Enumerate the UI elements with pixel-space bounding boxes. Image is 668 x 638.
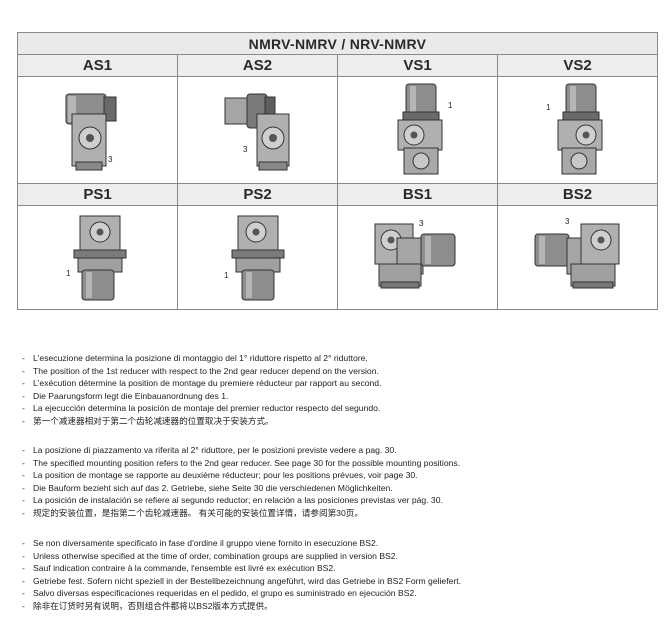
note-line: La position de montage se rapporte au de… xyxy=(22,469,662,482)
callout-ps1: 1 xyxy=(66,269,71,278)
position-label-ps2: PS2 xyxy=(177,183,338,206)
note-line: Sauf indication contraire à la commande,… xyxy=(22,562,662,575)
table-title: NMRV-NMRV / NRV-NMRV xyxy=(17,32,658,55)
note-line: 除非在订货时另有说明，否则组合件都将以BS2版本方式提供。 xyxy=(22,600,662,613)
note-line: La ejecucción determina la posición de m… xyxy=(22,402,662,415)
note-line: La posizione di piazzamento va riferita … xyxy=(22,444,662,457)
position-label-vs1: VS1 xyxy=(337,54,498,77)
note-line: Getriebe fest. Sofern nicht speziell in … xyxy=(22,575,662,588)
diagram-bs2: 3 xyxy=(497,205,658,310)
callout-bs1: 3 xyxy=(419,219,424,228)
callout-as1: 3 xyxy=(108,155,113,164)
diagram-vs2: 1 xyxy=(497,76,658,184)
position-label-vs2: VS2 xyxy=(497,54,658,77)
callout-as2: 3 xyxy=(243,145,248,154)
notes-group-mounting-position: La posizione di piazzamento va riferita … xyxy=(22,444,662,520)
notes-group-version: L'esecuzione determina la posizione di m… xyxy=(22,352,662,428)
callout-vs2: 1 xyxy=(546,103,551,112)
position-label-bs1: BS1 xyxy=(337,183,498,206)
note-line: La posición de instalación se refiere al… xyxy=(22,494,662,507)
diagram-bs1: 3 xyxy=(337,205,498,310)
position-label-as2: AS2 xyxy=(177,54,338,77)
note-line: Se non diversamente specificato in fase … xyxy=(22,537,662,550)
note-line: 第一个减速器相对于第二个齿轮减速器的位置取决于安装方式。 xyxy=(22,415,662,428)
note-line: Die Bauform bezieht sich auf das 2. Getr… xyxy=(22,482,662,495)
note-line: L'exécution détermine la position de mon… xyxy=(22,377,662,390)
callout-ps2: 1 xyxy=(224,271,229,280)
note-line: Die Paarungsform legt die Einbauanordnun… xyxy=(22,390,662,403)
mounting-positions-table: NMRV-NMRV / NRV-NMRV AS1 AS2 VS1 VS2 3 xyxy=(17,32,658,333)
notes-group-default-version: Se non diversamente specificato in fase … xyxy=(22,537,662,613)
callout-vs1: 1 xyxy=(448,101,453,110)
note-line: 规定的安装位置，是指第二个齿轮减速器。 有关可能的安装位置详情，请参阅第30页。 xyxy=(22,507,662,520)
diagram-as1: 3 xyxy=(17,76,178,184)
diagram-ps2: 1 xyxy=(177,205,338,310)
diagram-as2: 3 xyxy=(177,76,338,184)
position-label-as1: AS1 xyxy=(17,54,178,77)
diagram-ps1: 1 xyxy=(17,205,178,310)
diagram-vs1: 1 xyxy=(337,76,498,184)
position-label-bs2: BS2 xyxy=(497,183,658,206)
callout-bs2: 3 xyxy=(565,217,570,226)
note-line: The specified mounting position refers t… xyxy=(22,457,662,470)
note-line: L'esecuzione determina la posizione di m… xyxy=(22,352,662,365)
position-label-ps1: PS1 xyxy=(17,183,178,206)
note-line: The position of the 1st reducer with res… xyxy=(22,365,662,378)
note-line: Salvo diversas especificaciones requerid… xyxy=(22,587,662,600)
note-line: Unless otherwise specified at the time o… xyxy=(22,550,662,563)
